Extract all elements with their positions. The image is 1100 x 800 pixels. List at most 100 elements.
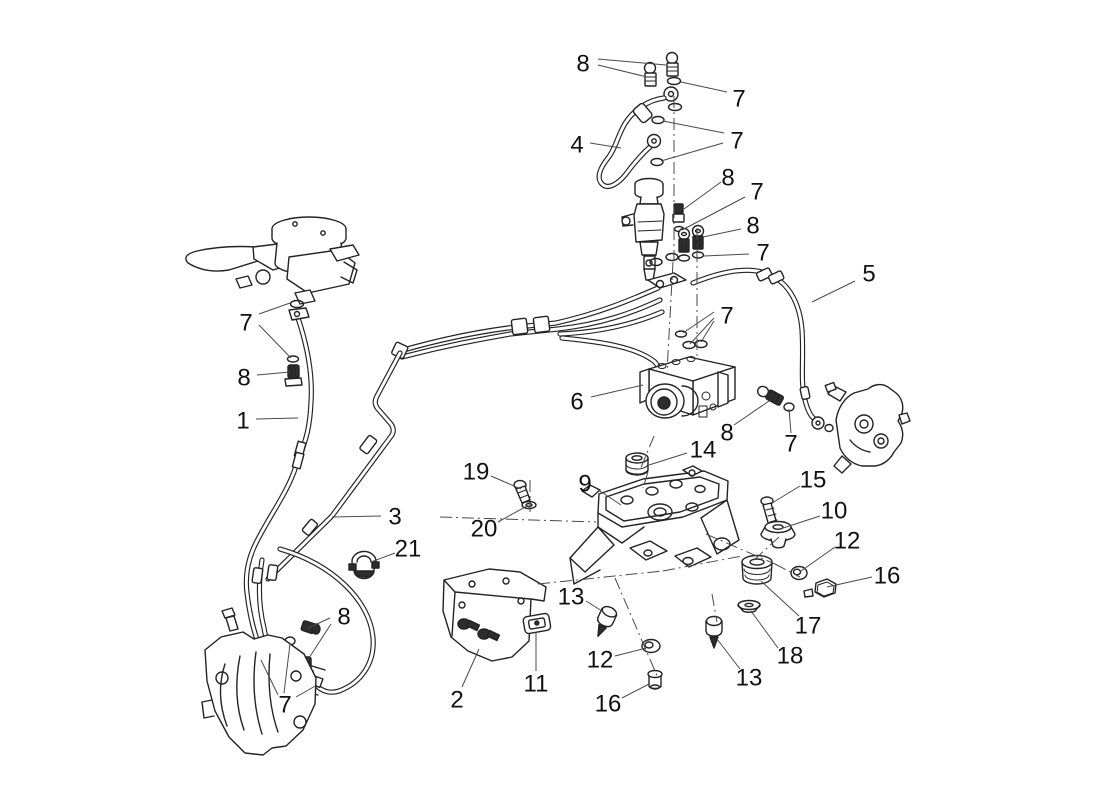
leader-line-part-7 (788, 408, 792, 434)
callout-part-7: 7 (784, 431, 797, 458)
rear-brake-pipe-4-drawing (596, 51, 683, 189)
leader-line-part-7 (689, 317, 715, 345)
leader-line-part-1 (255, 417, 299, 420)
clamp-21-drawing (348, 550, 380, 580)
leader-line-part-7 (258, 302, 291, 315)
bolt-19-drawing (513, 479, 531, 504)
leader-line-part-16 (621, 683, 650, 699)
leader-line-part-7 (660, 142, 724, 162)
leader-line-part-16 (826, 576, 873, 588)
leader-line-part-8 (307, 617, 331, 629)
callout-part-9: 9 (578, 471, 591, 498)
callout-part-2: 2 (450, 687, 463, 714)
callout-part-12: 12 (587, 647, 614, 674)
leader-line-part-8 (702, 228, 742, 238)
callout-part-18: 18 (777, 643, 804, 670)
leader-line-part-8 (683, 181, 722, 210)
leader-line-part-7 (682, 311, 715, 334)
callout-part-4: 4 (570, 132, 583, 159)
leader-line-part-8 (597, 64, 648, 78)
callout-part-15: 15 (800, 467, 827, 494)
grommet-14-drawing (625, 452, 649, 476)
pipe-bundle-drawing (391, 285, 666, 376)
leader-line-part-18 (750, 610, 779, 649)
callout-part-7: 7 (278, 692, 291, 719)
leader-line-part-8 (256, 371, 291, 376)
junction-fittings-drawing (647, 203, 705, 289)
washer-12-bottom-drawing (641, 638, 661, 654)
callout-part-21: 21 (395, 536, 422, 563)
callout-part-8: 8 (237, 365, 250, 392)
leader-line-part-8 (597, 58, 667, 66)
callout-part-14: 14 (690, 437, 717, 464)
bolt-16-right-drawing (803, 578, 837, 598)
leader-line-part-7 (283, 643, 291, 694)
clip-11-drawing (522, 612, 552, 635)
leader-line-part-7 (680, 81, 728, 93)
callout-part-8: 8 (576, 51, 589, 78)
bolt-13-right-drawing (705, 615, 723, 649)
callout-part-6: 6 (570, 389, 583, 416)
leader-line-part-9 (596, 488, 622, 506)
rear-brake-hose-5-drawing (690, 267, 834, 433)
grommet-17-drawing (741, 554, 773, 585)
callout-part-7: 7 (720, 303, 733, 330)
leader-line-part-7 (260, 659, 279, 696)
bolt-13-left-drawing (596, 605, 618, 637)
leader-line-part-4 (589, 142, 622, 149)
guard-plate-2-drawing (442, 568, 547, 662)
leader-line-part-8 (733, 400, 770, 426)
leader-line-part-13 (716, 638, 741, 670)
bolt-16-bottom-drawing (647, 669, 663, 690)
leader-line-part-20 (497, 505, 528, 523)
leader-line-part-12 (614, 647, 647, 657)
front-caliper-drawing (201, 607, 317, 756)
washer-18-drawing (737, 599, 761, 613)
callout-part-20: 20 (471, 516, 498, 543)
leader-line-part-14 (648, 452, 688, 466)
callout-part-13: 13 (736, 665, 763, 692)
callout-part-8: 8 (721, 165, 734, 192)
abs-modulator-drawing (639, 356, 736, 419)
rigid-pipe-3-drawing (265, 350, 403, 582)
callout-part-7: 7 (732, 86, 745, 113)
leader-line-part-7 (295, 684, 318, 698)
callout-part-13: 13 (558, 584, 585, 611)
callout-part-8: 8 (746, 213, 759, 240)
leader-line-part-8 (306, 623, 332, 662)
abs-bracket-9-drawing (569, 465, 740, 585)
leader-line-part-10 (779, 515, 821, 530)
callout-part-8: 8 (337, 604, 350, 631)
leader-lines (255, 58, 873, 699)
diagram-artwork (185, 51, 911, 756)
callout-part-5: 5 (862, 261, 875, 288)
front-brake-hose-1-drawing (243, 315, 314, 653)
callout-part-19: 19 (463, 459, 490, 486)
leader-line-part-7 (258, 324, 292, 359)
callout-part-8: 8 (720, 420, 733, 447)
mount-10-drawing (760, 520, 796, 549)
leader-line-part-2 (461, 648, 480, 688)
front-master-cylinder-drawing (185, 216, 360, 321)
callout-part-7: 7 (730, 128, 743, 155)
callout-part-10: 10 (821, 498, 848, 525)
callout-part-17: 17 (795, 613, 822, 640)
callout-part-11: 11 (524, 671, 549, 698)
callout-part-1: 1 (236, 408, 249, 435)
leader-line-part-12 (800, 546, 836, 572)
leader-line-part-7 (662, 120, 725, 134)
callout-part-7: 7 (756, 240, 769, 267)
leader-line-part-5 (811, 280, 856, 303)
leader-line-part-17 (760, 580, 800, 617)
callout-part-3: 3 (388, 504, 401, 531)
leader-line-part-19 (490, 475, 522, 490)
callout-part-12: 12 (834, 528, 861, 555)
callout-part-16: 16 (595, 691, 622, 718)
leader-line-part-13 (585, 600, 603, 612)
rear-caliper-drawing (824, 381, 911, 474)
leader-line-part-7 (703, 253, 750, 257)
leader-line-part-7 (700, 320, 715, 343)
